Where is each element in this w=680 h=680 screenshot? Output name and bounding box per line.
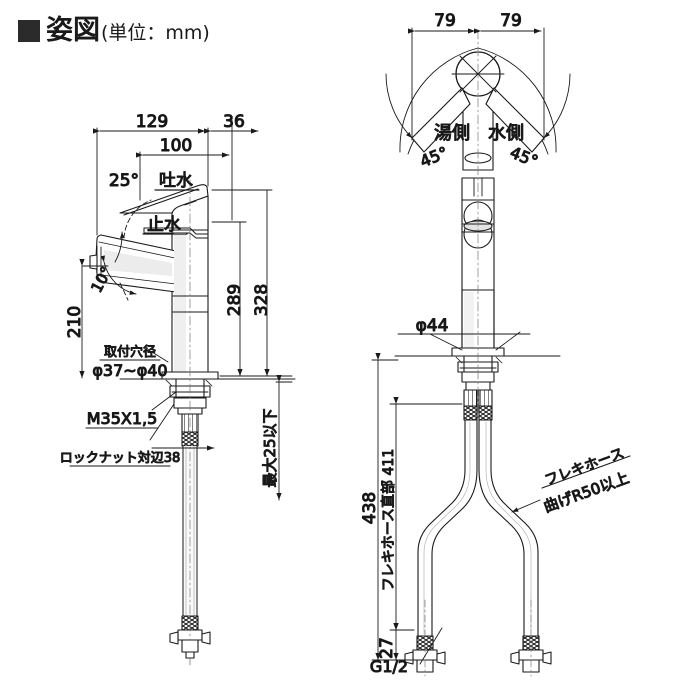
drawing-title-block: 姿図 (単位：mm)	[18, 8, 210, 47]
label-hot-side: 湯側	[434, 123, 470, 144]
label-locknut: ロックナット対辺38	[60, 451, 181, 466]
dim-36: 36	[223, 112, 245, 132]
left-view-geometry	[89, 184, 296, 669]
label-g12-thread: G1/2	[370, 657, 408, 676]
dim-max25: 最大25以下	[261, 408, 279, 487]
unit-note: (単位：mm)	[101, 22, 210, 44]
label-cold-side: 水側	[488, 123, 524, 144]
left-view-dimension-lines	[79, 119, 293, 501]
page-title: 姿図	[46, 15, 100, 46]
dim-289: 289	[225, 284, 245, 316]
label-hole-dia-value: φ37~φ40	[92, 361, 167, 380]
dim-129: 129	[136, 112, 168, 132]
right-view-dimension-lines	[371, 27, 545, 665]
dim-411-hose-straight: フレキホース直部 411	[380, 449, 397, 591]
dim-dia44: φ44	[416, 316, 449, 336]
dim-210: 210	[65, 306, 85, 338]
angle-25deg: 25°	[109, 171, 139, 191]
dim-100: 100	[160, 136, 192, 156]
dim-328: 328	[252, 284, 272, 316]
left-view-dimension-labels: 129 36 100 25° 吐水 止水 10° 289 328 210 最大2…	[59, 111, 279, 488]
label-mounting-hole-dia: 取付穴径	[104, 345, 156, 360]
dim-27: 27	[377, 637, 397, 659]
dim-438: 438	[360, 492, 380, 524]
dim-79-left: 79	[434, 11, 456, 31]
filled-square-icon	[18, 20, 40, 42]
dim-79-right: 79	[500, 11, 522, 31]
label-thread-spec: M35X1,5	[87, 409, 158, 428]
label-tosui: 吐水	[159, 171, 193, 191]
label-shisui: 止水	[147, 215, 181, 235]
